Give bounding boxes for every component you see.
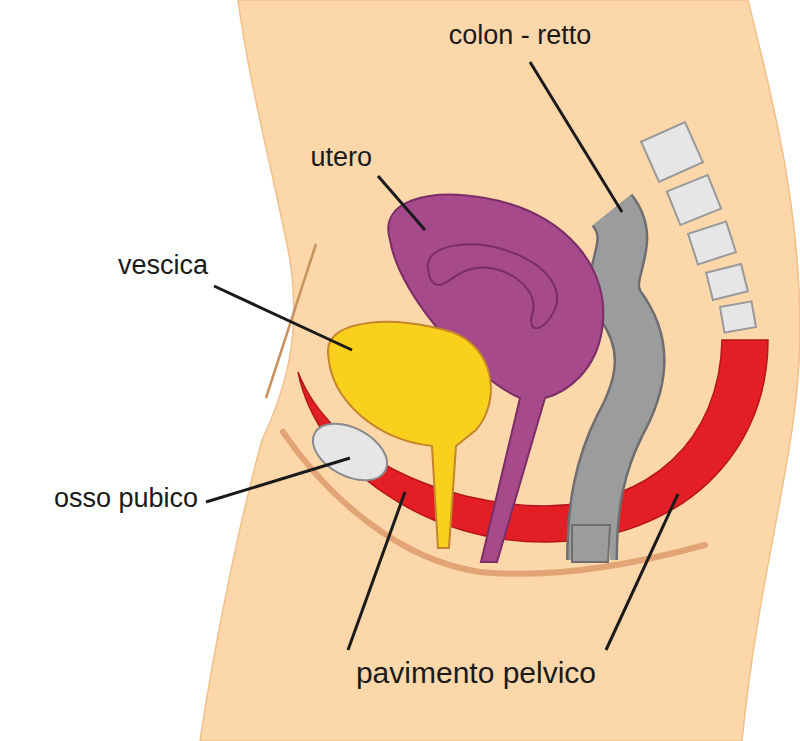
part-label: utero bbox=[310, 142, 372, 173]
rectum-end bbox=[572, 525, 610, 562]
spine-vertebrae bbox=[641, 122, 756, 332]
rectum-tube bbox=[592, 210, 640, 560]
part-label: osso pubico bbox=[54, 483, 198, 514]
part-label: colon - retto bbox=[449, 20, 592, 51]
part-label: vescica bbox=[118, 250, 208, 281]
part-label: pavimento pelvico bbox=[356, 656, 596, 691]
leader-lines bbox=[206, 62, 678, 650]
bladder bbox=[328, 322, 491, 548]
uterine-cavity bbox=[428, 244, 557, 328]
body-silhouette bbox=[200, 0, 800, 741]
rectum-outline bbox=[592, 210, 640, 560]
